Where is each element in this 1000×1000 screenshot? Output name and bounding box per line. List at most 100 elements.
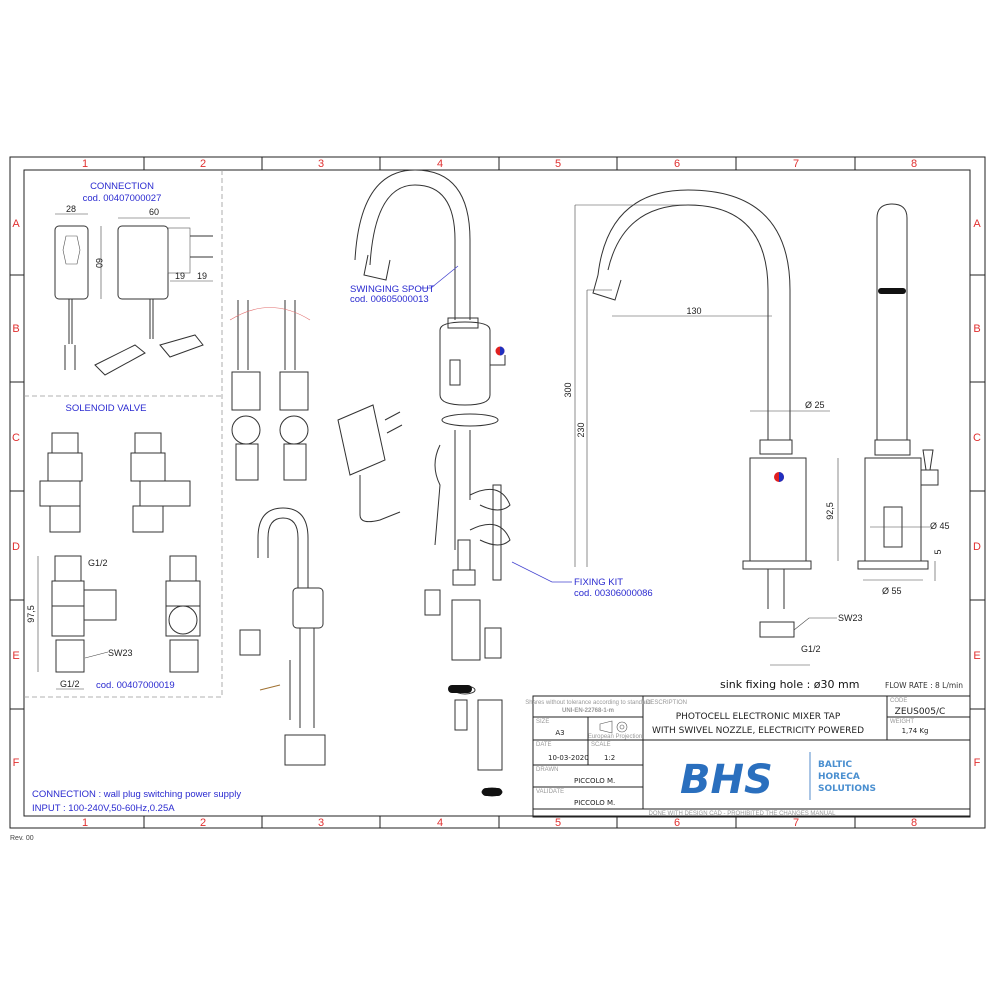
front-view-dimensions: 300 230 130 Ø 25 SW23 G1/2 — [563, 204, 863, 666]
validate-value: PICCOLO M. — [574, 799, 615, 807]
col-label: 2 — [200, 158, 206, 170]
col-label: 4 — [437, 817, 443, 829]
adapter-front-view — [54, 225, 89, 300]
dim-thread-front: G1/2 — [801, 644, 821, 654]
dim-valve-height: 97,5 — [26, 605, 36, 623]
weight-value: 1,74 Kg — [902, 727, 929, 735]
col-label: 1 — [82, 158, 88, 170]
dim-width: 28 — [66, 204, 76, 214]
solenoid-code: cod. 00407000019 — [96, 680, 175, 691]
fixing-kit-code: cod. 00306000086 — [574, 588, 653, 599]
row-label: C — [973, 432, 981, 444]
solenoid-title: SOLENOID VALVE — [66, 403, 147, 414]
fixing-kit-title: FIXING KIT — [574, 577, 623, 588]
size-value: A3 — [555, 729, 564, 737]
gasket — [482, 788, 502, 796]
side-view — [857, 203, 939, 570]
scale-value: 1:2 — [604, 754, 615, 762]
drawn-label: DRAWN — [536, 767, 558, 773]
col-label: 3 — [318, 158, 324, 170]
scale-label: SCALE — [591, 742, 611, 748]
solenoid-wiring-view — [229, 300, 311, 481]
power-supply-detail: CONNECTION cod. 00407000027 28 60 60 19 … — [54, 181, 213, 376]
col-label: 6 — [674, 817, 680, 829]
row-label: E — [973, 650, 980, 662]
projection-symbol-icon — [599, 720, 628, 734]
connection-title: CONNECTION — [90, 181, 154, 192]
aerator — [878, 288, 906, 294]
flow-rate-note: FLOW RATE : 8 L/min — [885, 681, 963, 690]
spout-code: cod. 00605000013 — [350, 294, 429, 305]
dim-pin1: 19 — [175, 271, 185, 281]
connection-note-line2: INPUT : 100-240V,50-60Hz,0.25A — [32, 803, 175, 814]
col-label: 5 — [555, 817, 561, 829]
date-value: 10-03-2020 — [548, 754, 589, 762]
dim-body-height: 92,5 — [825, 502, 835, 520]
code-label: CODE — [890, 698, 907, 704]
dim-depth: 60 — [149, 207, 159, 217]
title-block: Shares without tolerance according to st… — [525, 695, 971, 818]
row-label: D — [973, 541, 981, 553]
col-label: 8 — [911, 158, 917, 170]
dim-spout-diameter: Ø 25 — [805, 400, 825, 410]
dim-thread-top: G1/2 — [88, 558, 108, 568]
logo-line3: SOLUTIONS — [818, 784, 876, 794]
logo-line2: HORECA — [818, 772, 860, 782]
dim-base-thickness: 5 — [933, 549, 943, 554]
description-line1: PHOTOCELL ELECTRONIC MIXER TAP — [676, 712, 841, 722]
row-label: B — [973, 323, 980, 335]
dim-nut: SW23 — [108, 648, 133, 658]
tolerance-standard: UNI-EN-22768-1-m — [562, 708, 614, 714]
row-label: D — [12, 541, 20, 553]
spout-title: SWINGING SPOUT — [350, 284, 435, 295]
dim-body-diameter: Ø 45 — [930, 521, 950, 531]
col-label: 3 — [318, 817, 324, 829]
projection-label: European Projection — [588, 734, 642, 740]
logo-line1: BALTIC — [818, 760, 853, 770]
fixing-kit-callout: FIXING KIT cod. 00306000086 — [511, 561, 653, 599]
description-line2: WITH SWIVEL NOZZLE, ELECTRICITY POWERED — [652, 726, 864, 736]
drawn-value: PICCOLO M. — [574, 777, 615, 785]
connection-note-line1: CONNECTION : wall plug switching power s… — [32, 789, 241, 800]
col-label: 5 — [555, 158, 561, 170]
outer-frame — [9, 156, 986, 829]
size-label: SIZE — [536, 719, 549, 725]
adapter-side-view — [117, 225, 169, 300]
spout-callout: SWINGING SPOUT cod. 00605000013 — [350, 265, 459, 305]
front-view — [592, 189, 812, 638]
row-label: A — [973, 218, 981, 230]
dim-total-height: 300 — [563, 382, 573, 397]
revision-label: Rev. 00 — [10, 835, 34, 842]
dim-base-diameter: Ø 55 — [882, 586, 902, 596]
col-label: 8 — [911, 817, 917, 829]
sink-hole-note: sink fixing hole : ø30 mm — [720, 678, 859, 691]
row-labels-right: A B C D E F — [973, 218, 981, 769]
side-view-dimensions: 92,5 Ø 45 5 Ø 55 — [825, 458, 950, 596]
dim-thread-bottom: G1/2 — [60, 679, 80, 689]
col-label: 7 — [793, 158, 799, 170]
footer-note: DONE WITH DESIGN CAD - PROHIBITED THE CH… — [649, 811, 837, 817]
description-label: DESCRIPTION — [646, 700, 687, 706]
row-label: B — [12, 323, 19, 335]
column-labels-bottom: 1 2 3 4 5 6 7 8 — [82, 817, 917, 829]
row-labels-left: A B C D E F — [12, 218, 20, 769]
bhs-logo: BHS BALTIC HORECA SOLUTIONS — [680, 752, 876, 803]
isometric-tap-view — [239, 507, 326, 766]
tolerance-note: Shares without tolerance according to st… — [525, 700, 650, 706]
row-label: C — [12, 432, 20, 444]
dim-height: 60 — [94, 258, 104, 268]
grid-dividers — [10, 157, 985, 828]
weight-label: WEIGHT — [890, 719, 914, 725]
logo-mark: BHS — [680, 757, 773, 803]
col-label: 6 — [674, 158, 680, 170]
connection-code: cod. 00407000027 — [83, 193, 162, 204]
inner-frame — [23, 169, 971, 817]
exploded-tap-view — [337, 169, 511, 797]
accessories-panel — [24, 170, 223, 698]
dim-pin2: 19 — [197, 271, 207, 281]
row-label: E — [12, 650, 19, 662]
dim-nut-front: SW23 — [838, 613, 863, 623]
row-label: F — [974, 757, 981, 769]
solenoid-valve-detail: SOLENOID VALVE 97,5 G1/2 SW23 G1/2 cod. … — [26, 403, 201, 691]
